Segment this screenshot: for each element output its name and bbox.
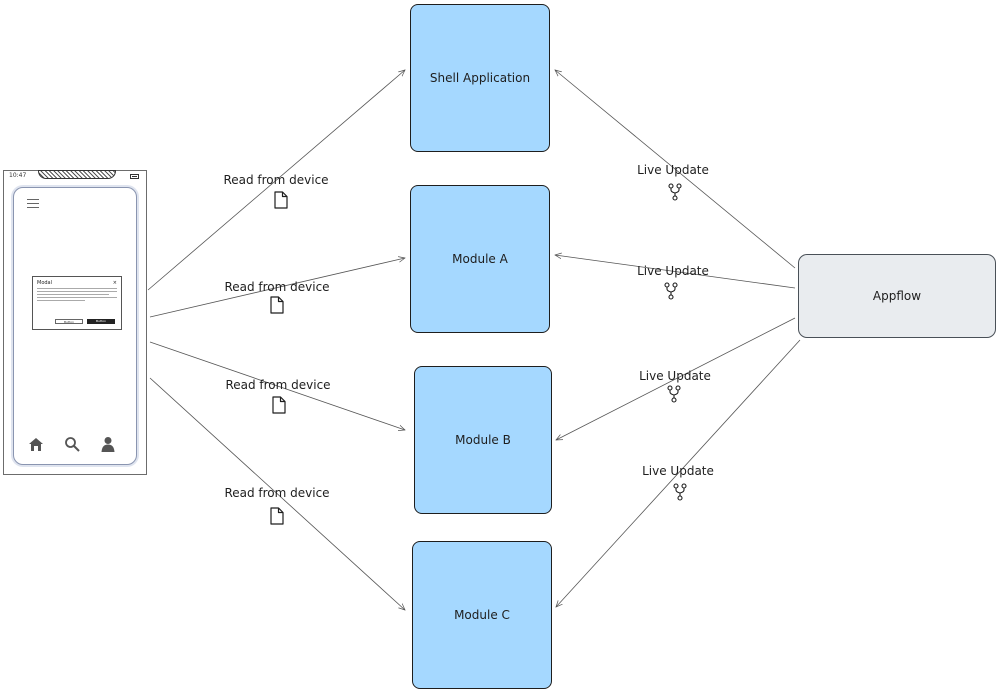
file-icon [272,396,286,414]
module-c[interactable]: Module C [412,541,552,689]
hamburger-menu-icon[interactable] [27,199,39,211]
arrow-phone-to-module-a [149,258,405,318]
file-icon [270,507,284,525]
module-label: Module B [455,433,511,447]
modal-title: Modal [37,280,52,286]
read-label-module-b: Read from device [225,378,331,392]
read-label-module-a: Read from device [224,280,330,294]
module-label: Module C [454,608,510,622]
module-label: Module A [452,252,508,266]
arrow-phone-to-module-c [149,377,405,610]
arrow-phone-to-shell [147,70,405,291]
modal-secondary-button[interactable]: Button [55,319,83,324]
close-icon[interactable]: × [112,280,117,286]
appflow-box[interactable]: Appflow [798,254,996,338]
live-label-module-a: Live Update [637,264,709,278]
modal-dialog: Modal × Button Button [32,276,122,330]
arrow-phone-to-module-b [149,341,405,430]
module-shell-application[interactable]: Shell Application [410,4,550,152]
search-icon[interactable] [64,436,80,452]
file-icon [274,191,288,209]
modal-body-text [37,288,117,303]
home-icon[interactable] [28,436,44,452]
appflow-label: Appflow [872,289,922,303]
arrow-appflow-to-module-c [556,339,801,607]
git-branch-icon [673,483,687,501]
git-branch-icon [667,385,681,403]
module-label: Shell Application [429,71,531,85]
git-branch-icon [664,282,678,300]
arrow-appflow-to-module-b [556,317,796,440]
phone-screen: Modal × Button Button [13,187,137,465]
arrow-appflow-to-shell [555,70,796,269]
module-b[interactable]: Module B [414,366,552,514]
file-icon [270,296,284,314]
live-label-shell: Live Update [637,163,709,177]
phone-mockup: 10:47 Modal × Button Button [3,170,147,475]
arrow-appflow-to-module-a [555,255,796,289]
git-branch-icon [668,183,682,201]
battery-icon [130,174,139,179]
user-icon[interactable] [100,436,116,452]
live-label-module-c: Live Update [642,464,714,478]
phone-time: 10:47 [9,172,27,179]
module-a[interactable]: Module A [410,185,550,333]
modal-primary-button[interactable]: Button [87,319,115,324]
read-label-shell: Read from device [223,173,329,187]
phone-notch [38,170,116,179]
live-label-module-b: Live Update [639,369,711,383]
read-label-module-c: Read from device [224,486,330,500]
